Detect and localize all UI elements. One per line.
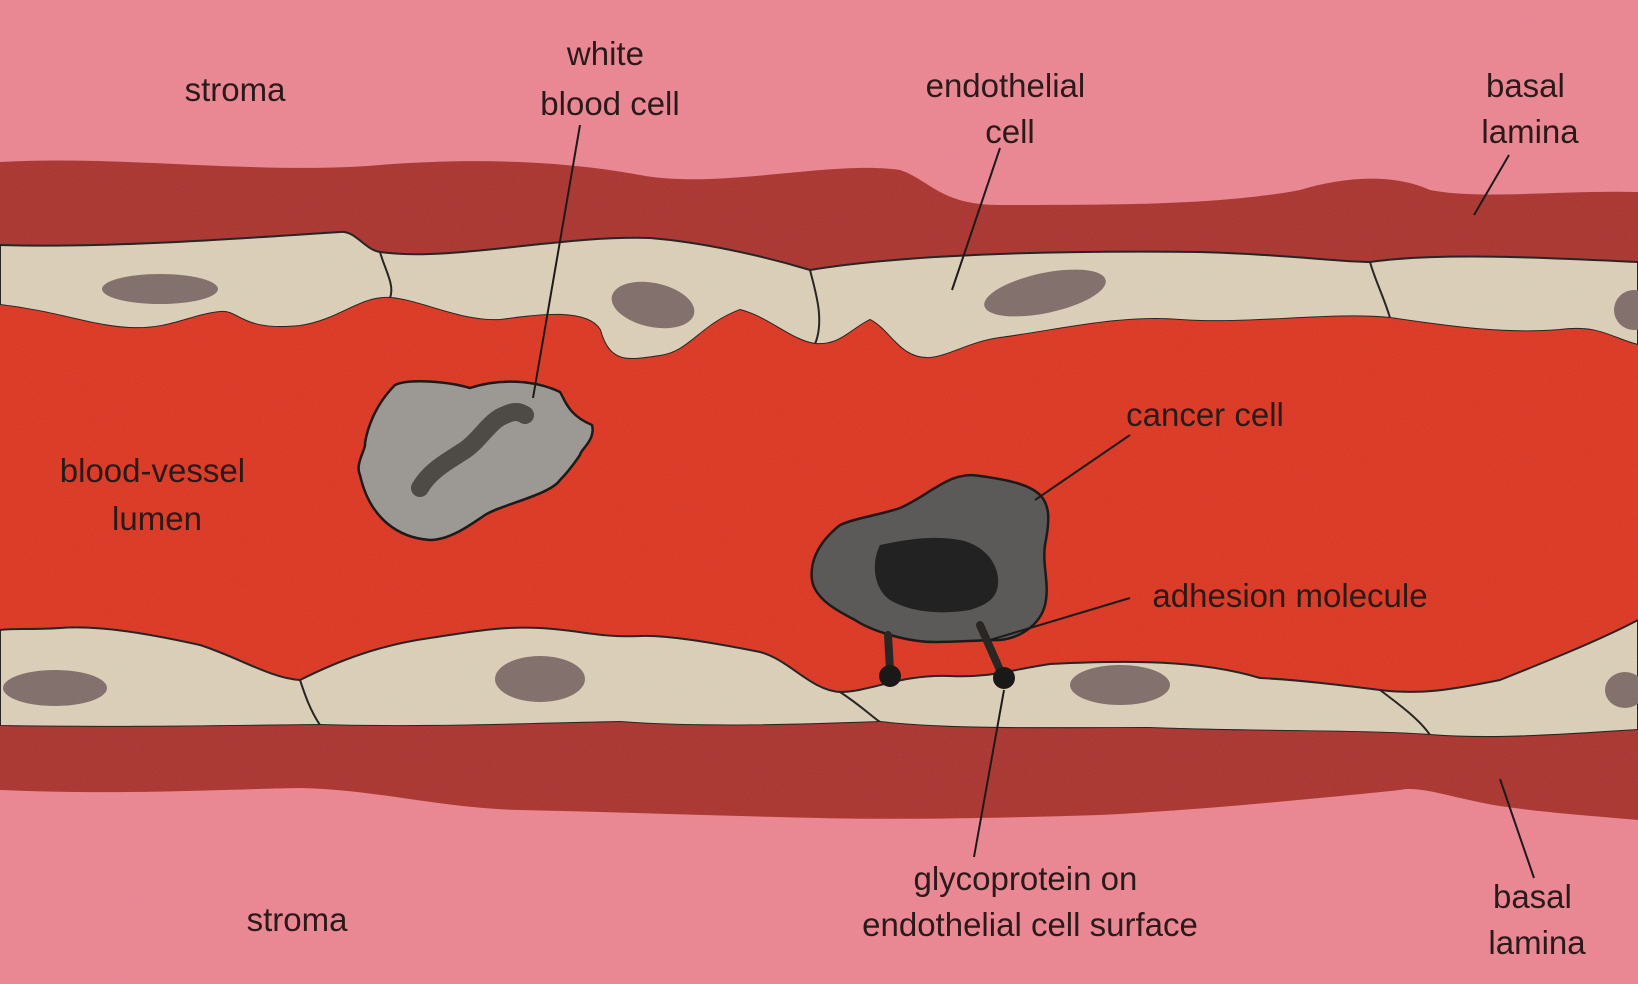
- label-endothelial-cell-line1: endothelial: [926, 67, 1086, 104]
- adhesion-molecule: [888, 635, 890, 670]
- label-basal-lamina-top-line1: basal: [1486, 67, 1565, 104]
- label-stroma-bottom: stroma: [247, 901, 349, 938]
- label-blood-vessel-lumen-line2: lumen: [112, 500, 202, 537]
- label-basal-lamina-top-line2: lamina: [1481, 113, 1579, 150]
- cancer-cell-nucleus: [875, 538, 998, 612]
- label-basal-lamina-bottom-line2: lamina: [1488, 924, 1586, 961]
- label-cancer-cell: cancer cell: [1126, 396, 1284, 433]
- glycoprotein: [879, 665, 901, 687]
- label-white-blood-cell-line2: blood cell: [540, 85, 679, 122]
- label-stroma-top: stroma: [185, 71, 287, 108]
- label-white-blood-cell-line1: white: [566, 35, 644, 72]
- label-basal-lamina-bottom-line1: basal: [1493, 878, 1572, 915]
- label-adhesion-molecule: adhesion molecule: [1152, 577, 1427, 614]
- label-endothelial-cell-line2: cell: [985, 113, 1035, 150]
- label-glycoprotein-line2: endothelial cell surface: [862, 906, 1198, 943]
- label-glycoprotein-line1: glycoprotein on: [914, 860, 1138, 897]
- label-blood-vessel-lumen-line1: blood-vessel: [60, 452, 245, 489]
- glycoprotein: [993, 667, 1015, 689]
